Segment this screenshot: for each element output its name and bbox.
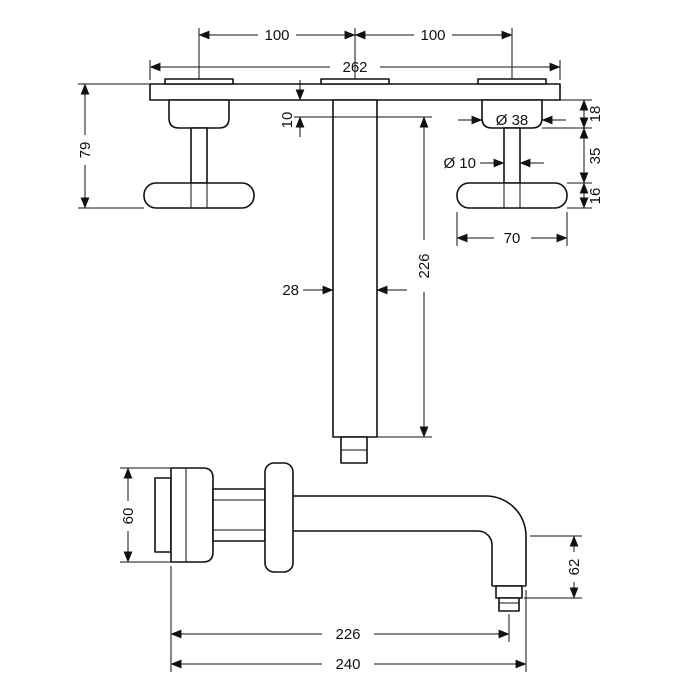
dim-reach-total: 240 (170, 590, 527, 673)
dim-right-stack: 18 35 16 (542, 99, 604, 209)
dim-side-rosette: 60 (120, 467, 171, 563)
dim-label-side-rosette: 60 (120, 508, 137, 525)
dim-label-rosette-height: 18 (587, 106, 604, 123)
right-handle (456, 99, 568, 209)
mounting-plate (149, 78, 561, 101)
dim-spout-width: 28 (282, 282, 407, 299)
dim-label-stem-height: 35 (587, 148, 604, 165)
dim-label-outlet-drop: 62 (566, 559, 583, 576)
aerator (495, 585, 523, 612)
dim-label-handle-projection: 79 (77, 142, 94, 159)
dim-label-rosette-diameter: Ø 38 (496, 112, 529, 129)
dim-plate-length: 262 (149, 59, 561, 80)
dim-label-handle-thickness: 16 (587, 188, 604, 205)
left-handle (143, 99, 255, 209)
dim-label-spout-width: 28 (282, 282, 299, 299)
dim-label-spout-length: 226 (416, 253, 433, 278)
dim-label-spacing-right: 100 (420, 27, 445, 44)
dim-outlet-drop: 62 (524, 535, 583, 599)
escutcheon-side (170, 467, 266, 563)
front-view: 100 100 262 79 10 (77, 27, 604, 464)
dim-stem-diameter: Ø 10 (443, 155, 544, 172)
dim-rosette-diameter: Ø 38 (458, 112, 566, 129)
side-view: 60 62 226 240 (120, 462, 583, 673)
dim-label-spacing-left: 100 (264, 27, 289, 44)
handle-bar-side (264, 462, 294, 573)
dim-handle-projection: 79 (77, 83, 150, 209)
dim-label-plate-length: 262 (342, 59, 367, 76)
dim-label-reach-aerator: 226 (335, 626, 360, 643)
dim-reach-aerator: 226 (170, 566, 510, 672)
dim-spout-length: 226 (377, 116, 433, 438)
dim-hole-spacing: 100 100 (198, 27, 513, 79)
dim-handle-length: 70 (456, 212, 568, 247)
spout-side (293, 495, 527, 587)
dim-label-handle-length: 70 (504, 230, 521, 247)
wall-flange (154, 477, 172, 553)
dim-label-reach-total: 240 (335, 656, 360, 673)
spout-front (332, 99, 378, 464)
dim-label-stem-diameter: Ø 10 (443, 155, 476, 172)
dim-plate-thickness: 10 (279, 80, 333, 137)
dim-label-plate-thickness: 10 (279, 112, 296, 129)
